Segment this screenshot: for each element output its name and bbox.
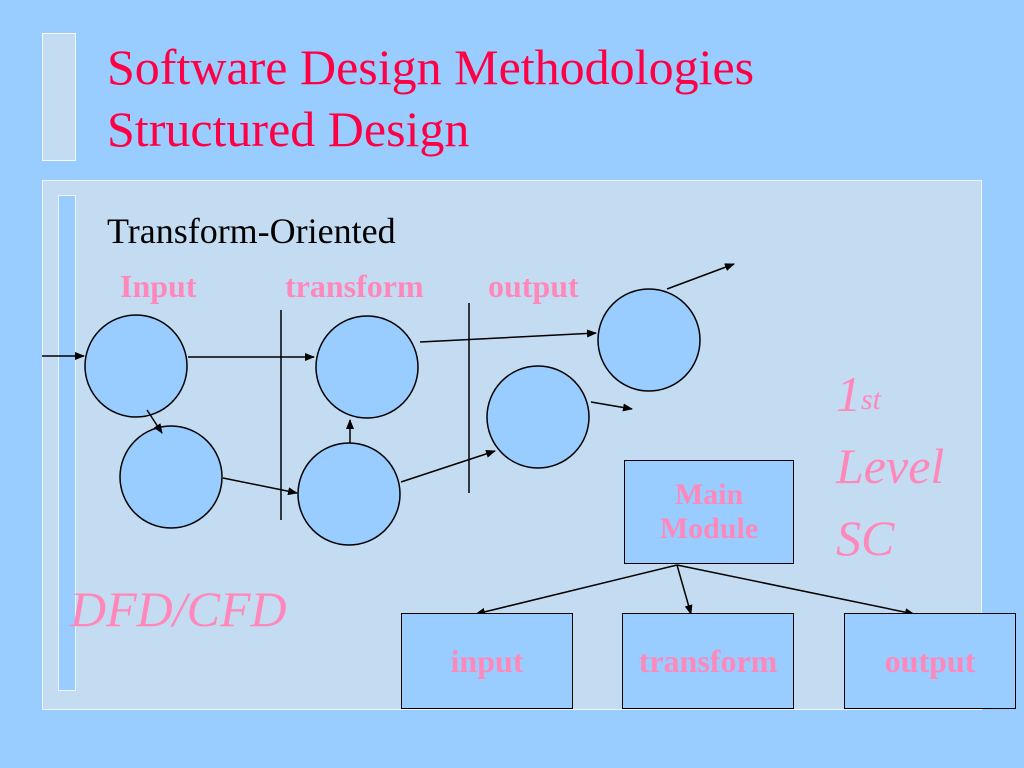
- module-box-transform: transform: [622, 613, 794, 709]
- title-line-2: Structured Design: [107, 101, 470, 157]
- slide-subtitle: Transform-Oriented: [107, 211, 396, 251]
- panel-accent-bar: [58, 195, 76, 691]
- main-module-label-line-2: Module: [659, 512, 759, 545]
- dfd-bubble-output-2: [486, 365, 590, 469]
- sc-arrow-main-transform: [676, 564, 693, 615]
- flow-arrow-output2-out: [590, 401, 633, 412]
- flow-arrow-transform1-output1: [419, 329, 597, 343]
- dfd-bubble-input-1: [84, 314, 188, 418]
- dfd-cfd-label: DFD/CFD: [70, 581, 287, 637]
- module-label-input: input: [450, 642, 524, 679]
- module-label-output: output: [884, 642, 976, 679]
- structure-chart-label: 1st Level SC: [836, 358, 944, 574]
- dfd-bubble-transform-1: [315, 315, 419, 419]
- column-label-output: output: [488, 268, 579, 304]
- flow-arrow-transform2-output2: [400, 450, 496, 483]
- title-accent-bar: [42, 33, 76, 161]
- flow-arrow-output1-out: [666, 263, 735, 290]
- column-label-transform: transform: [285, 268, 424, 304]
- sc-level-word: Level: [836, 438, 945, 494]
- sc-arrow-main-output: [676, 564, 915, 617]
- dfd-bubble-output-1: [597, 288, 701, 392]
- dfd-bubble-transform-2: [297, 442, 401, 546]
- sc-level-superscript: st: [861, 383, 882, 416]
- main-module-box: Main Module: [624, 460, 794, 564]
- module-box-input: input: [401, 613, 573, 709]
- slide-title: Software Design Methodologies Structured…: [107, 36, 754, 160]
- dfd-bubble-input-2: [119, 425, 223, 529]
- sc-abbreviation: SC: [836, 510, 895, 566]
- column-label-input: Input: [120, 268, 197, 304]
- sc-level-number: 1: [836, 366, 861, 422]
- flow-arrow-input1-input2: [146, 409, 163, 434]
- flow-arrow-input2-transform2: [222, 477, 298, 496]
- module-label-transform: transform: [638, 642, 778, 679]
- module-box-output: output: [844, 613, 1016, 709]
- title-line-1: Software Design Methodologies: [107, 39, 755, 95]
- main-module-label-line-1: Main: [674, 478, 744, 511]
- sc-arrow-main-input: [475, 564, 678, 616]
